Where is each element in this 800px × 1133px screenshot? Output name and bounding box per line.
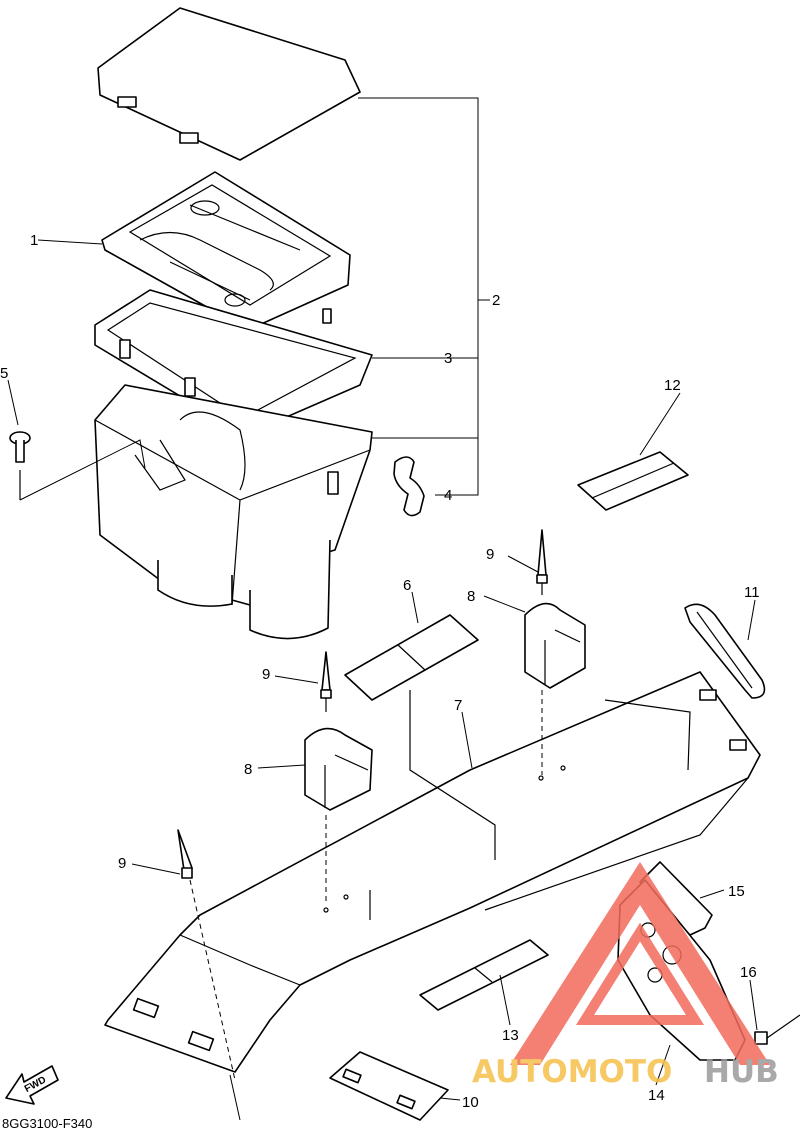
watermark-triangle-inner-icon — [575, 922, 705, 1025]
callout-labels: 1 2 3 4 5 6 7 8 8 9 9 9 10 11 12 13 14 1… — [0, 232, 760, 1111]
battery-frame — [94, 289, 373, 436]
callout-16: 16 — [740, 964, 757, 981]
callout-8b: 8 — [244, 761, 252, 778]
callout-15: 15 — [728, 883, 745, 900]
callout-10: 10 — [462, 1094, 479, 1111]
seat-tray — [104, 671, 761, 1073]
callout-9c: 9 — [118, 855, 126, 872]
callout-9b: 9 — [262, 666, 270, 683]
plate-10 — [329, 1051, 449, 1121]
callout-11: 11 — [744, 584, 760, 601]
callout-14: 14 — [648, 1087, 665, 1104]
callout-8a: 8 — [467, 588, 475, 605]
callout-12: 12 — [664, 377, 681, 394]
callout-5: 5 — [0, 365, 8, 382]
bolt — [9, 431, 31, 500]
watermark-brand-left: AUTOMOTO — [472, 1054, 672, 1090]
callout-4: 4 — [444, 487, 452, 504]
bracket-clip — [393, 456, 425, 517]
screw-16 — [754, 1014, 800, 1045]
watermark-triangle-icon — [510, 862, 770, 1065]
callout-9a: 9 — [486, 546, 494, 563]
leaders-lower — [131, 392, 758, 1121]
strap — [684, 603, 766, 699]
watermark-brand-right: HUB — [704, 1054, 779, 1090]
callout-1: 1 — [30, 232, 38, 249]
fwd-arrow: FWD — [5, 1065, 59, 1105]
callout-6: 6 — [403, 577, 411, 594]
diagram-code: 8GG3100-F340 — [2, 1116, 92, 1131]
callout-13: 13 — [502, 1027, 519, 1044]
tool-tray — [101, 171, 351, 331]
watermark-logo: AUTOMOTO HUB — [472, 862, 779, 1090]
battery-cover — [97, 7, 361, 161]
bracket-8-upper — [524, 602, 586, 689]
battery-case — [94, 384, 373, 640]
decal-sheets — [344, 451, 689, 1011]
bracket-8-lower — [304, 727, 373, 811]
leader-lines — [7, 97, 490, 501]
callout-3: 3 — [444, 350, 452, 367]
callout-2: 2 — [492, 292, 500, 309]
rivets — [177, 529, 548, 1081]
callout-7: 7 — [454, 697, 462, 714]
